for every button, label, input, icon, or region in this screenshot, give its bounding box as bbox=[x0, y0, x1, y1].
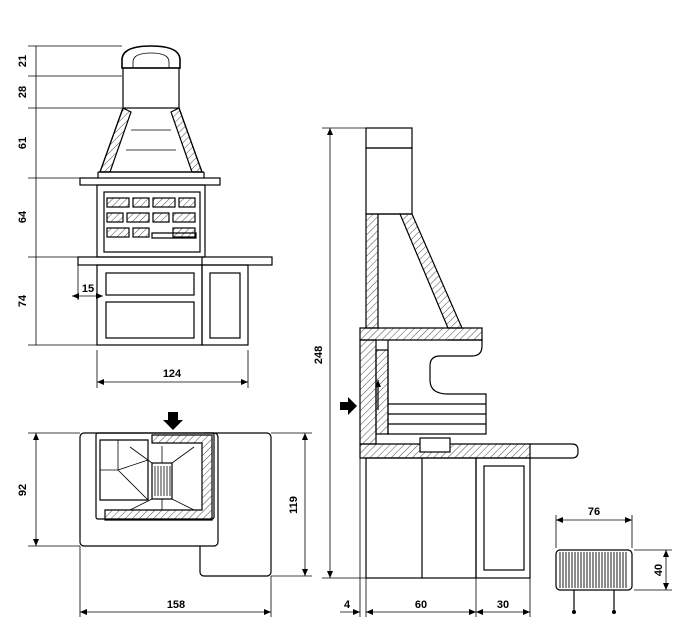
dim-grate-width: 76 bbox=[588, 506, 600, 518]
top-slab bbox=[79, 177, 221, 186]
side-chimney-cap bbox=[365, 127, 413, 149]
base-right bbox=[201, 264, 249, 346]
dim-grate-height: 40 bbox=[653, 564, 665, 576]
side-view bbox=[340, 127, 579, 579]
dim-chimney-cap: 21 bbox=[17, 55, 29, 67]
plan-view-dimensions: 92 119 158 bbox=[17, 432, 312, 617]
plan-view bbox=[79, 412, 272, 577]
dim-plan-depth-total: 119 bbox=[288, 496, 300, 514]
chimney-cap bbox=[121, 45, 181, 69]
dim-side-height-total: 248 bbox=[313, 346, 325, 364]
dim-chimney-top: 28 bbox=[17, 86, 29, 98]
dim-base: 74 bbox=[17, 294, 29, 307]
air-inlet-arrow-icon bbox=[163, 412, 183, 430]
side-shelf bbox=[475, 457, 531, 579]
counter-slab bbox=[77, 256, 273, 266]
side-air-inlet-arrow-icon bbox=[340, 397, 357, 415]
side-view-dimensions: 248 4 60 30 bbox=[313, 127, 531, 617]
side-base bbox=[365, 457, 477, 579]
base-left bbox=[96, 264, 203, 346]
dim-side-base-depth: 60 bbox=[415, 599, 427, 611]
front-view-dimensions: 21 28 61 64 74 15 124 bbox=[17, 45, 249, 388]
dim-plan-depth-inner: 92 bbox=[17, 484, 29, 496]
dim-hood: 61 bbox=[17, 137, 29, 149]
counter-left bbox=[79, 432, 219, 547]
grill-grate-dimensions: 76 40 bbox=[555, 506, 672, 591]
firebrick-pattern bbox=[106, 197, 197, 239]
dim-front-width: 124 bbox=[163, 368, 182, 380]
dim-firebox: 64 bbox=[17, 210, 29, 223]
grate-detail bbox=[129, 446, 195, 511]
chimney-body bbox=[122, 67, 180, 109]
dim-shelf-inset: 15 bbox=[82, 283, 94, 295]
dim-side-shelf-depth: 30 bbox=[497, 599, 509, 611]
dim-plan-width: 158 bbox=[167, 599, 185, 611]
grill-grate bbox=[555, 549, 633, 614]
dim-side-left-offset: 4 bbox=[344, 599, 351, 611]
front-view bbox=[77, 45, 273, 346]
